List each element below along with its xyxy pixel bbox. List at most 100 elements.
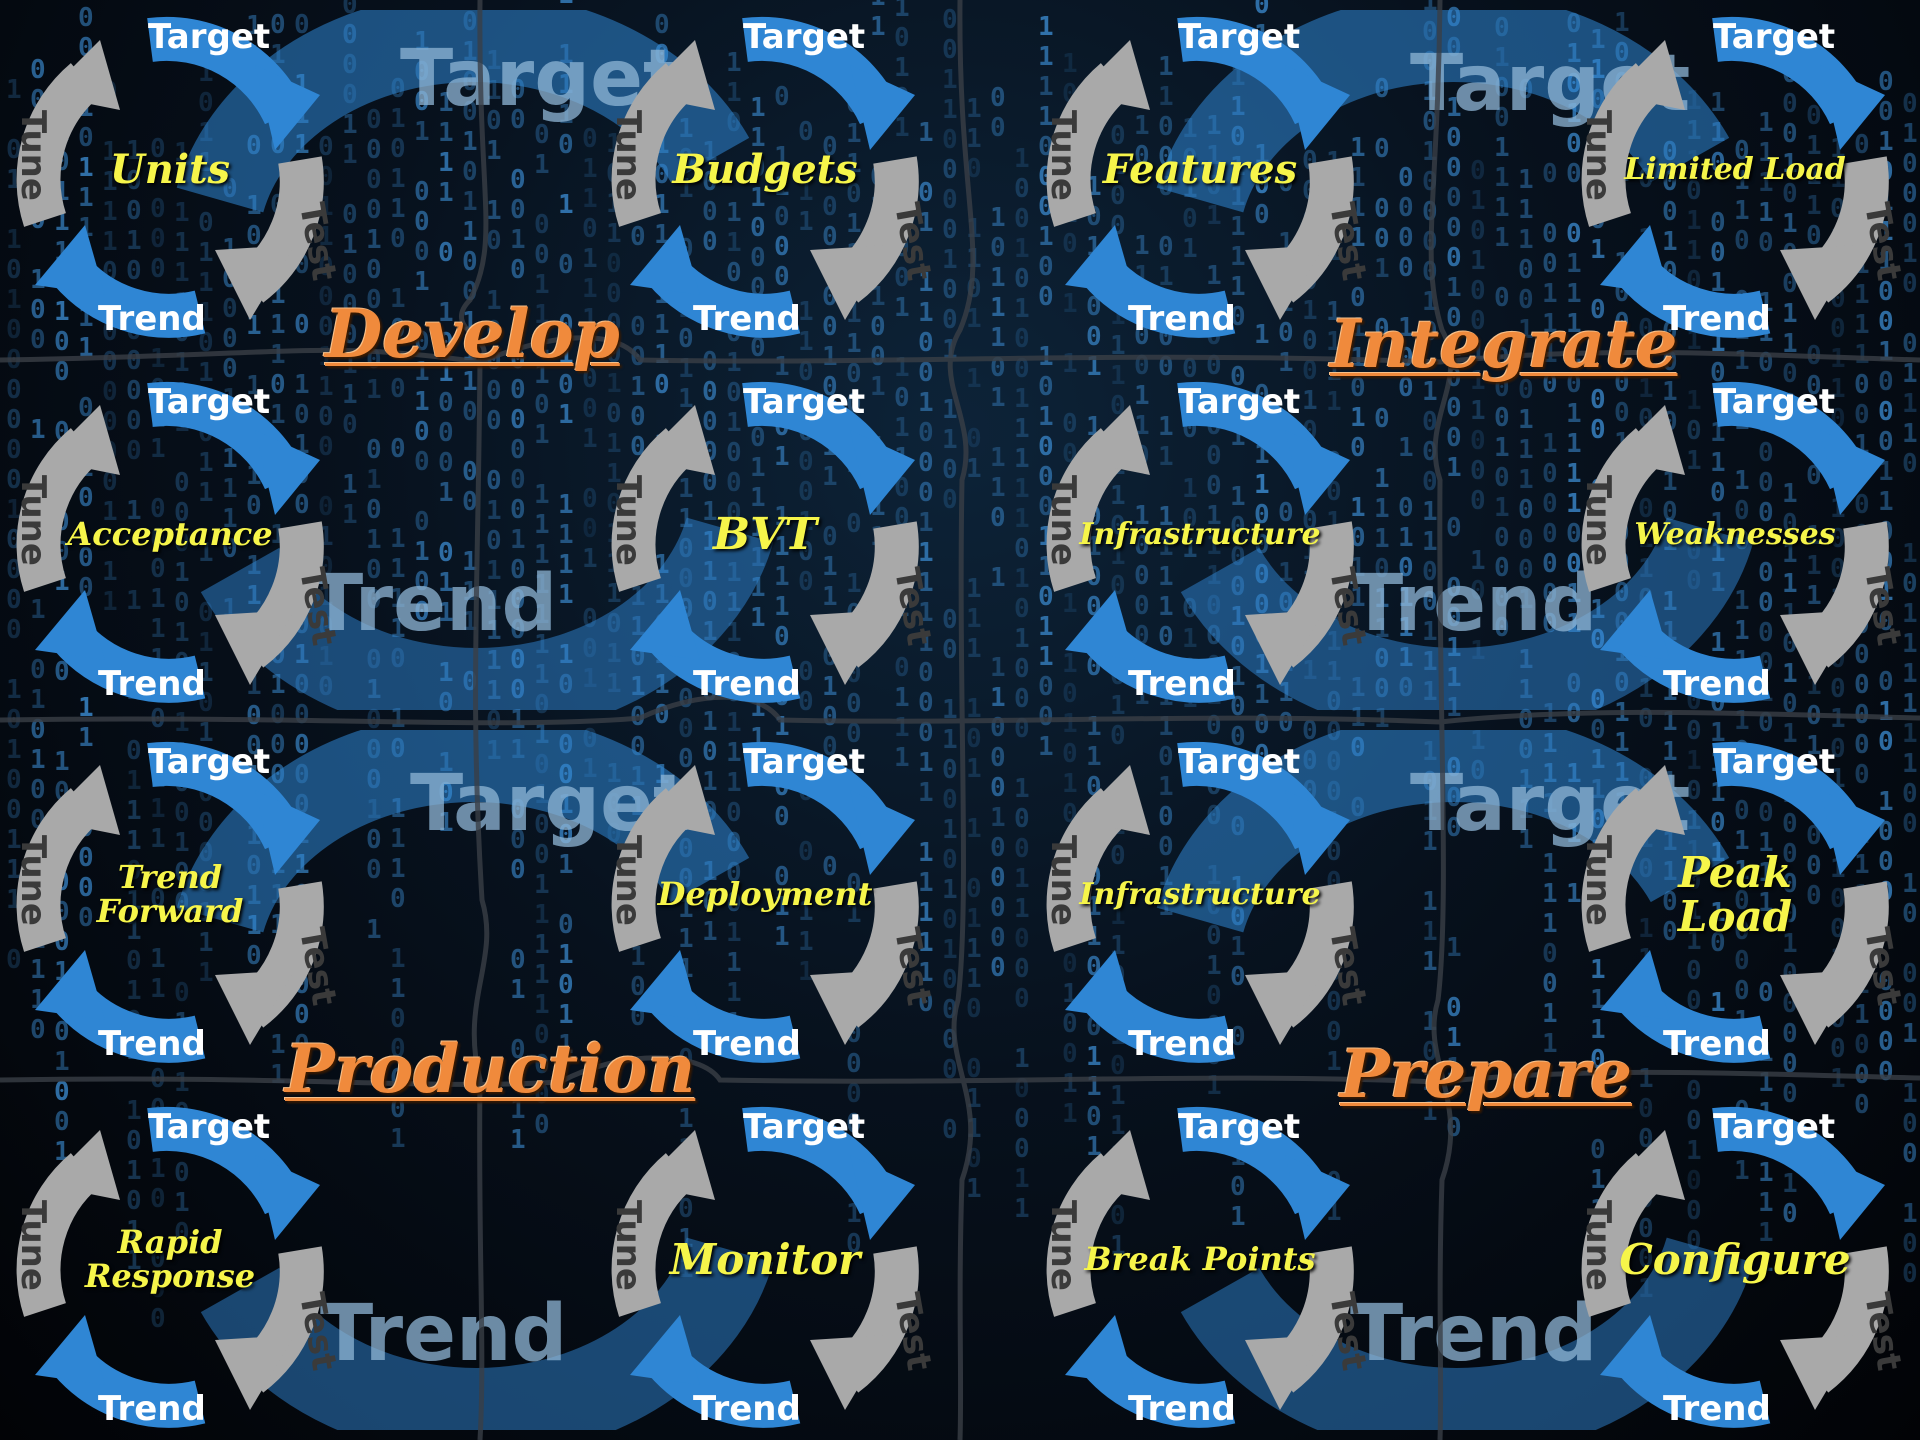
matrix-digit: 1: [558, 490, 574, 520]
matrix-digit: 0: [414, 207, 430, 237]
matrix-digit: 0: [366, 495, 382, 525]
matrix-digit: 1: [510, 705, 526, 735]
phase-title-develop: Develop: [325, 295, 620, 373]
matrix-digit: 1: [174, 618, 190, 648]
matrix-digit: 1: [534, 960, 550, 990]
matrix-digit: 1: [558, 550, 574, 580]
cycle-infrastructure-prepare: Target Test Trend Tune Infrastructure: [1030, 725, 1370, 1065]
matrix-digit: 0: [54, 1107, 70, 1137]
matrix-digit: 0: [366, 195, 382, 225]
matrix-digit: 1: [534, 930, 550, 960]
matrix-digit: 1: [270, 1030, 286, 1060]
matrix-digit: 0: [534, 210, 550, 240]
cycle-label: Deployment: [657, 875, 873, 914]
matrix-digit: 0: [726, 438, 742, 468]
cycle-label: Monitor: [669, 1234, 861, 1284]
trend-arrow-label: Trend: [1128, 664, 1236, 704]
matrix-digit: 0: [342, 290, 358, 320]
target-arrow-label: Target: [1178, 1107, 1300, 1147]
matrix-digit: 0: [510, 555, 526, 585]
matrix-digit: 1: [390, 824, 406, 854]
matrix-digit: 1: [726, 618, 742, 648]
matrix-digit: 0: [366, 135, 382, 165]
matrix-digit: 1: [606, 429, 622, 459]
matrix-digit: 1: [798, 327, 814, 357]
matrix-digit: 1: [126, 826, 142, 856]
matrix-digit: 1: [438, 88, 454, 118]
matrix-digit: 1: [750, 513, 766, 543]
matrix-digit: 0: [534, 840, 550, 870]
matrix-digit: 0: [462, 397, 478, 427]
matrix-digit: 0: [678, 324, 694, 354]
matrix-digit: 0: [822, 372, 838, 402]
matrix-digit: 1: [318, 372, 334, 402]
matrix-digit: 1: [510, 1095, 526, 1125]
matrix-digit: 1: [534, 900, 550, 930]
matrix-digit: 1: [582, 244, 598, 274]
cycle-peak-load: Target Test Trend Tune Peak Load: [1565, 725, 1905, 1065]
matrix-digit: 1: [702, 917, 718, 947]
matrix-digit: 0: [774, 82, 790, 112]
matrix-digit: 0: [390, 1094, 406, 1124]
matrix-digit: 1: [534, 270, 550, 300]
matrix-digit: 0: [798, 477, 814, 507]
matrix-digit: 0: [510, 825, 526, 855]
matrix-digit: 0: [294, 1030, 310, 1060]
matrix-digit: 1: [486, 556, 502, 586]
matrix-digit: 0: [198, 208, 214, 238]
matrix-digit: 0: [534, 120, 550, 150]
matrix-digit: 1: [246, 11, 262, 41]
matrix-digit: 0: [54, 1017, 70, 1047]
matrix-digit: 0: [822, 312, 838, 342]
matrix-digit: 1: [486, 586, 502, 616]
matrix-digit: 1: [222, 444, 238, 474]
matrix-digit: 1: [198, 718, 214, 748]
matrix-digit: 1: [558, 190, 574, 220]
cycle-label: Peak Load: [1677, 847, 1793, 941]
matrix-digit: 0: [126, 856, 142, 886]
matrix-digit: 0: [174, 798, 190, 828]
matrix-digit: 0: [6, 315, 22, 345]
matrix-digit: 1: [222, 474, 238, 504]
matrix-digit: 1: [726, 738, 742, 768]
matrix-digit: 1: [726, 78, 742, 108]
trend-arrow-label: Trend: [98, 1389, 206, 1429]
matrix-digit: 1: [318, 222, 334, 252]
matrix-digit: 1: [54, 747, 70, 777]
matrix-digit: 1: [774, 502, 790, 532]
matrix-digit: 0: [54, 1077, 70, 1107]
matrix-digit: 0: [534, 390, 550, 420]
matrix-digit: 1: [822, 342, 838, 372]
matrix-digit: 0: [774, 232, 790, 262]
matrix-digit: 0: [6, 765, 22, 795]
matrix-digit: 0: [798, 117, 814, 147]
matrix-digit: 0: [366, 165, 382, 195]
matrix-digit: 0: [798, 687, 814, 717]
matrix-digit: 0: [726, 378, 742, 408]
matrix-digit: 0: [318, 312, 334, 342]
matrix-digit: 1: [6, 225, 22, 255]
matrix-digit: 0: [582, 484, 598, 514]
matrix-digit: 0: [6, 405, 22, 435]
matrix-digit: 1: [486, 496, 502, 526]
matrix-digit: 0: [534, 1050, 550, 1080]
matrix-digit: 0: [438, 538, 454, 568]
matrix-digit: 0: [246, 701, 262, 731]
matrix-digit: 0: [30, 295, 46, 325]
matrix-digit: 0: [174, 588, 190, 618]
trend-arrow-label: Trend: [1128, 1024, 1236, 1064]
matrix-digit: 1: [366, 525, 382, 555]
matrix-digit: 1: [6, 735, 22, 765]
matrix-digit: 0: [390, 1034, 406, 1064]
matrix-digit: 1: [462, 187, 478, 217]
matrix-digit: 1: [822, 582, 838, 612]
matrix-digit: 1: [822, 462, 838, 492]
matrix-digit: 0: [150, 494, 166, 524]
cycle-trend-forward: Target Test Trend Tune Trend Forward: [0, 725, 340, 1065]
matrix-digit: 1: [150, 794, 166, 824]
matrix-digit: 1: [30, 595, 46, 625]
target-arrow-label: Target: [743, 17, 865, 57]
matrix-digit: 1: [462, 217, 478, 247]
matrix-digit: 0: [54, 357, 70, 387]
